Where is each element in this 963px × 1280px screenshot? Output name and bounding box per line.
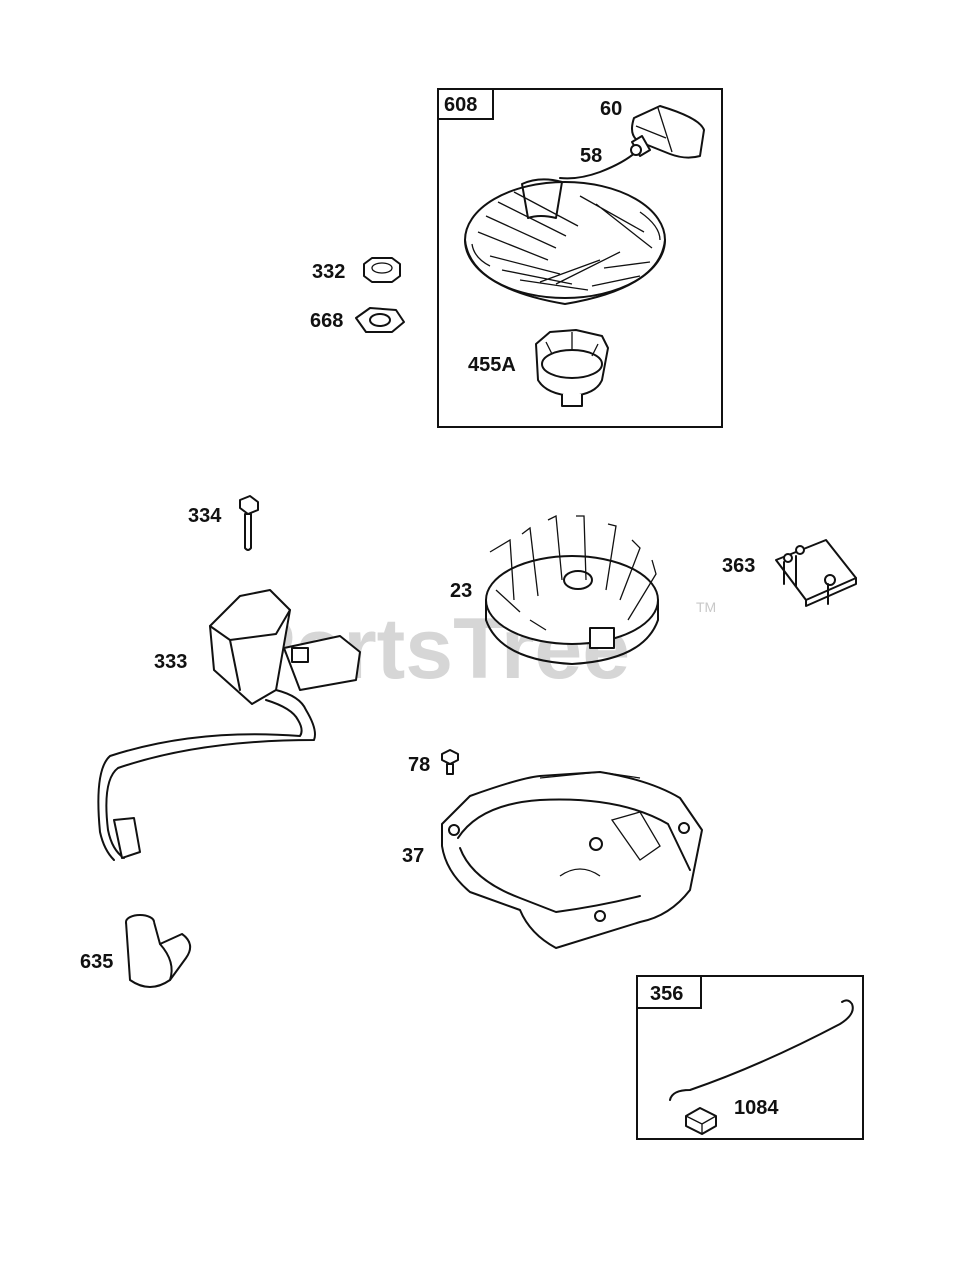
- part-58-starter-rope[interactable]: [559, 144, 642, 180]
- callout-356: 356: [650, 983, 683, 1005]
- callout-58: 58: [580, 145, 602, 167]
- part-334-screw[interactable]: [239, 495, 259, 551]
- box-356-label-frame: [636, 975, 702, 1009]
- box-608-label-frame: [437, 88, 494, 120]
- callout-37: 37: [402, 845, 424, 867]
- callout-334: 334: [188, 505, 222, 527]
- callout-60: 60: [600, 98, 622, 120]
- part-37-blower-housing[interactable]: [441, 771, 703, 949]
- callout-668: 668: [310, 310, 343, 332]
- part-60-starter-handle[interactable]: [631, 105, 705, 159]
- starter-assembly-box: 608 60 58 455A: [437, 88, 723, 428]
- callout-78: 78: [408, 754, 430, 776]
- callout-635: 635: [80, 951, 113, 973]
- callout-608: 608: [444, 94, 477, 116]
- callout-333: 333: [154, 651, 187, 673]
- part-23-flywheel[interactable]: [485, 514, 659, 665]
- part-333-ignition-armature[interactable]: [97, 589, 361, 861]
- callout-363: 363: [722, 555, 755, 577]
- part-363-bracket[interactable]: [775, 539, 857, 607]
- part-668-washer[interactable]: [355, 307, 405, 333]
- callout-455a: 455A: [468, 354, 516, 376]
- part-455a-starter-cup[interactable]: [535, 329, 609, 407]
- part-link-rod[interactable]: [669, 999, 854, 1101]
- box-608-frame: [437, 88, 723, 428]
- part-332-hex-nut[interactable]: [363, 257, 401, 283]
- box-356-frame: [636, 975, 864, 1140]
- callout-332: 332: [312, 261, 345, 283]
- watermark-trademark: TM: [696, 599, 716, 615]
- callout-1084: 1084: [734, 1097, 779, 1119]
- link-box: 356 1084: [636, 975, 864, 1140]
- part-starter-housing[interactable]: [464, 178, 666, 305]
- part-1084-clip[interactable]: [685, 1107, 717, 1135]
- part-635-spark-plug-boot[interactable]: [125, 914, 192, 988]
- part-78-screw[interactable]: [441, 749, 459, 775]
- callout-23: 23: [450, 580, 472, 602]
